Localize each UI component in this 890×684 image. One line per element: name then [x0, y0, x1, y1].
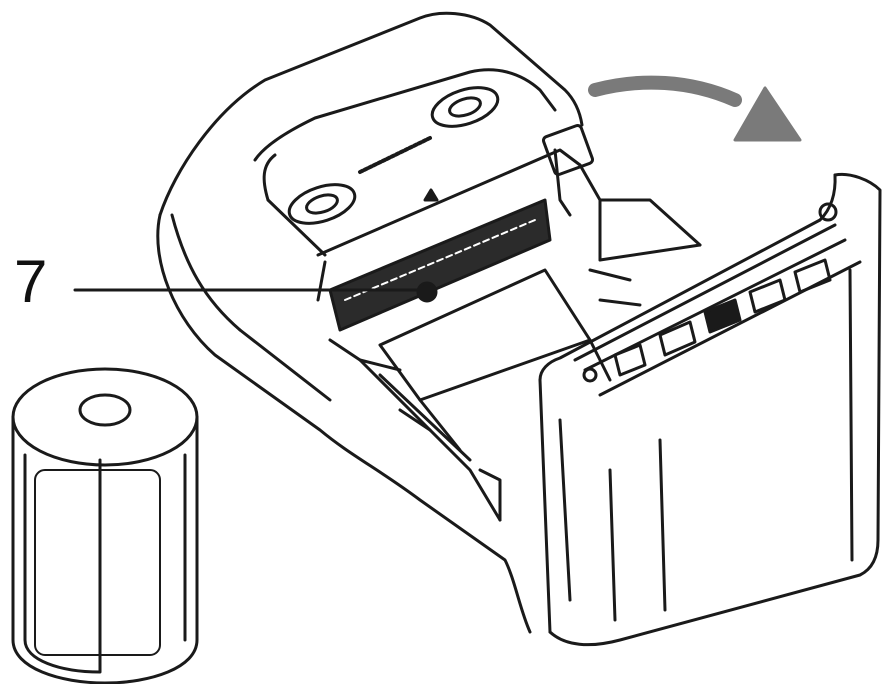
paper-roll — [11, 367, 199, 684]
rotation-arrow — [588, 75, 802, 142]
callout-dot — [416, 281, 438, 303]
print-head — [328, 198, 552, 332]
open-cover — [538, 172, 882, 647]
power-button — [287, 183, 357, 225]
feed-button — [430, 86, 500, 128]
paper-path — [378, 268, 612, 452]
callout-number: 7 — [14, 248, 48, 315]
printer-body — [156, 11, 702, 634]
callout-leader — [73, 281, 438, 303]
